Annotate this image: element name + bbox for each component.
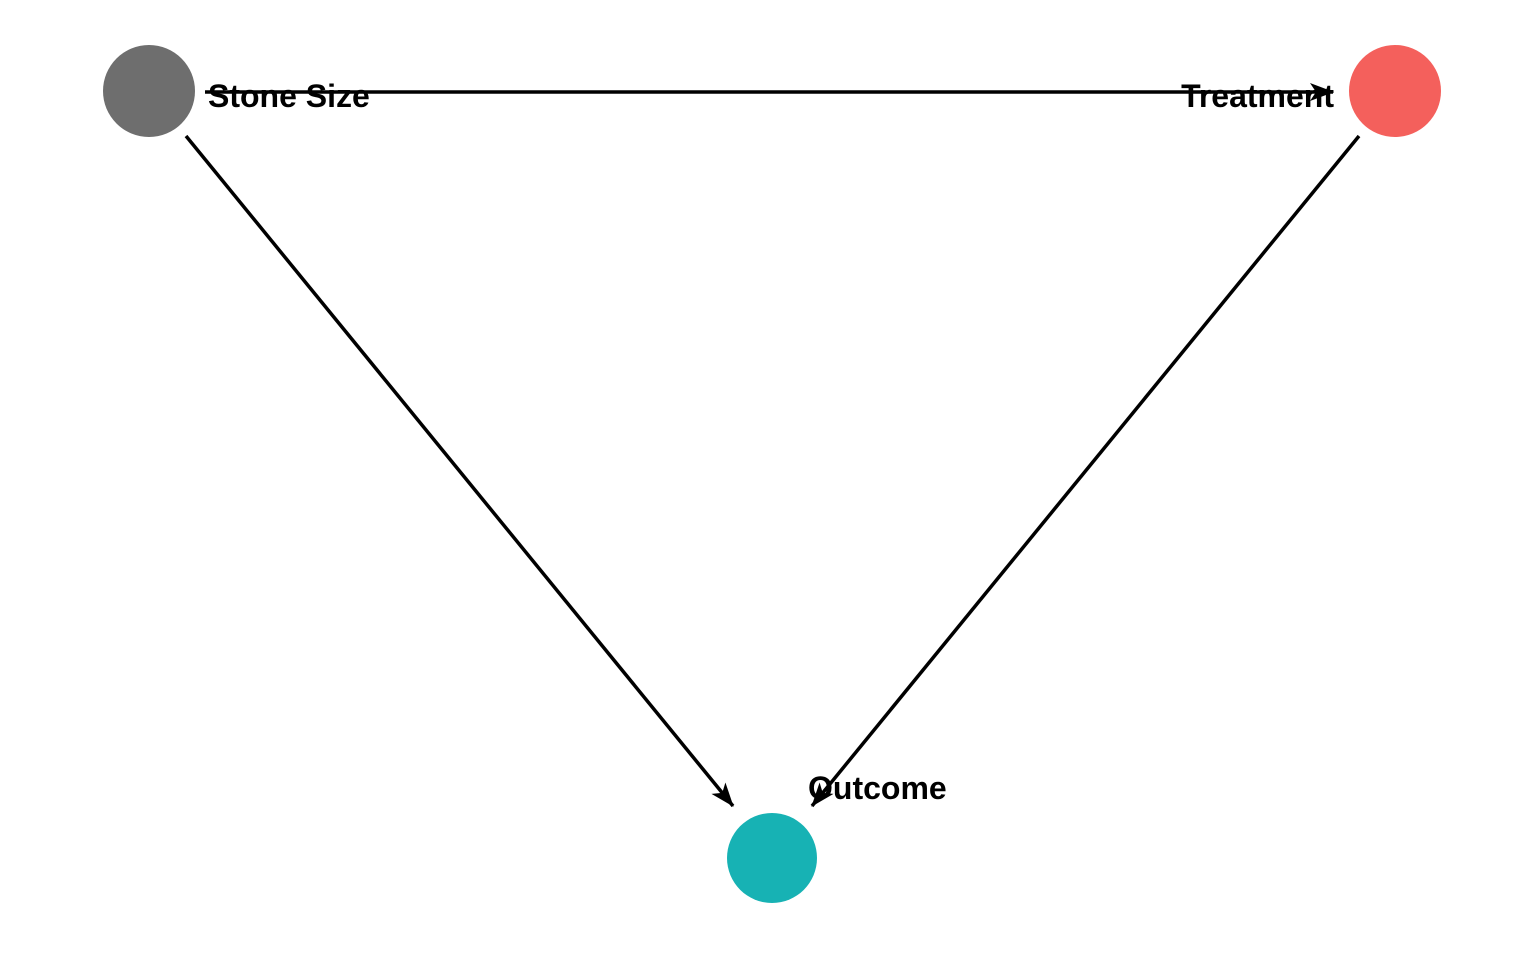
- node-stone-size: [103, 45, 195, 137]
- node-label-treatment: Treatment: [1181, 78, 1334, 114]
- node-treatment: [1349, 45, 1441, 137]
- node-label-stone-size: Stone Size: [208, 78, 370, 114]
- node-outcome: [727, 813, 817, 903]
- edge-stone-size-to-outcome: [184, 134, 735, 808]
- edge-treatment-to-outcome: [810, 134, 1361, 808]
